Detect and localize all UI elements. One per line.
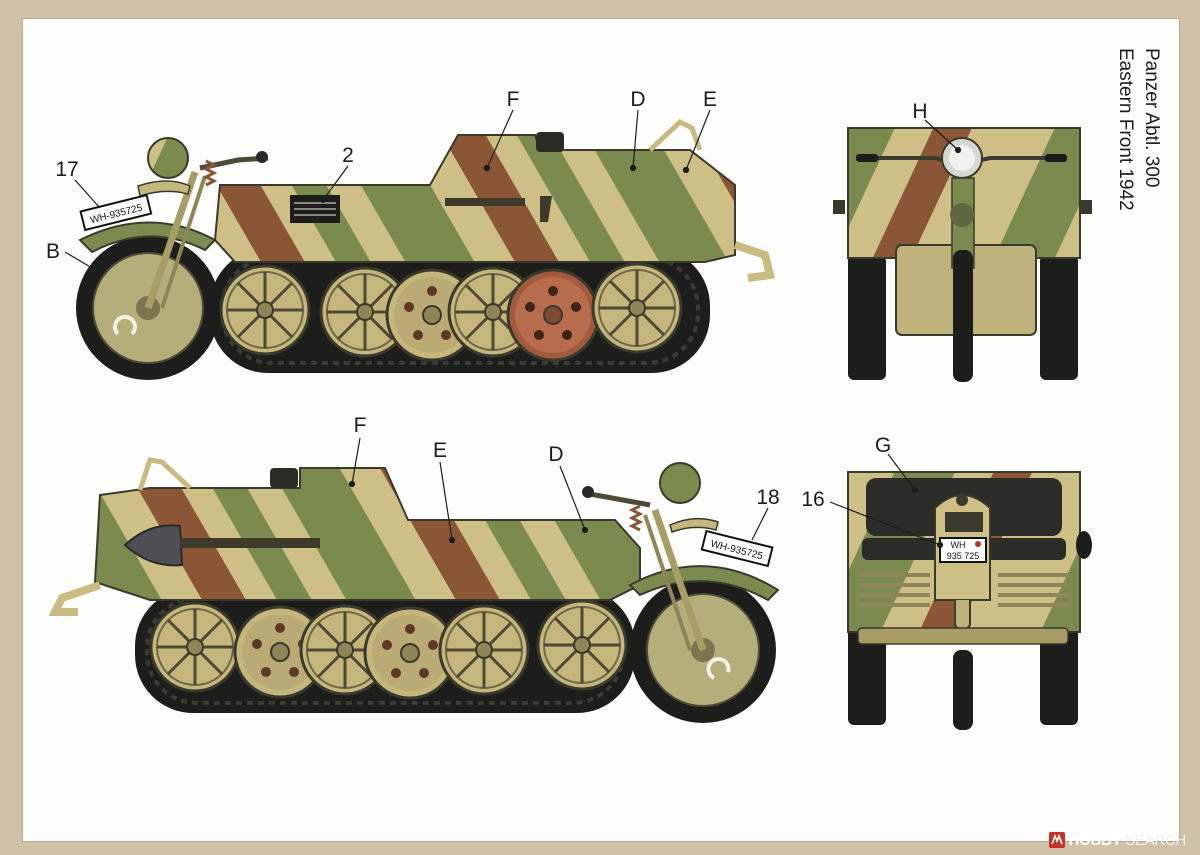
- callout-b: B: [46, 240, 60, 263]
- side-view-left: WH-935725: [76, 118, 775, 380]
- callout-lines-front: [924, 119, 962, 154]
- callout-16: 16: [801, 488, 824, 511]
- callout-e: E: [703, 88, 717, 111]
- hobbysearch-logo-icon: [1048, 832, 1065, 848]
- scheme-title: Panzer Abtl. 300 Eastern Front 1942: [1112, 48, 1164, 211]
- callout-17: 17: [55, 158, 78, 181]
- scheme-title-line-2: Eastern Front 1942: [1115, 48, 1136, 211]
- rear-view: WH 935 725: [847, 471, 1092, 730]
- scheme-title-line-1: Panzer Abtl. 300: [1141, 48, 1162, 188]
- side-view-right: WH-935725: [48, 457, 780, 723]
- number-plate-right: [700, 529, 774, 568]
- callout-d-lower: D: [548, 443, 563, 466]
- watermark-part-1: HOBBY: [1068, 831, 1122, 849]
- callout-lines-right: [348, 437, 769, 544]
- callout-2: 2: [342, 144, 354, 167]
- callout-g: G: [875, 434, 891, 457]
- callout-e-lower: E: [433, 439, 447, 462]
- callout-f: F: [507, 88, 520, 111]
- watermark-part-2: SEARCH: [1125, 831, 1186, 849]
- svg-text:WH: WH: [951, 540, 966, 550]
- callout-d: D: [630, 88, 645, 111]
- callout-h: H: [912, 100, 927, 123]
- number-plate-left: [79, 193, 153, 232]
- front-view: [833, 127, 1092, 382]
- callout-lines-left: [64, 109, 711, 272]
- watermark: HOBBY SEARCH: [1048, 831, 1186, 849]
- callout-lines-rear: [829, 453, 944, 549]
- callout-18: 18: [756, 486, 779, 509]
- callout-f-lower: F: [354, 414, 367, 437]
- svg-text:935 725: 935 725: [947, 551, 980, 561]
